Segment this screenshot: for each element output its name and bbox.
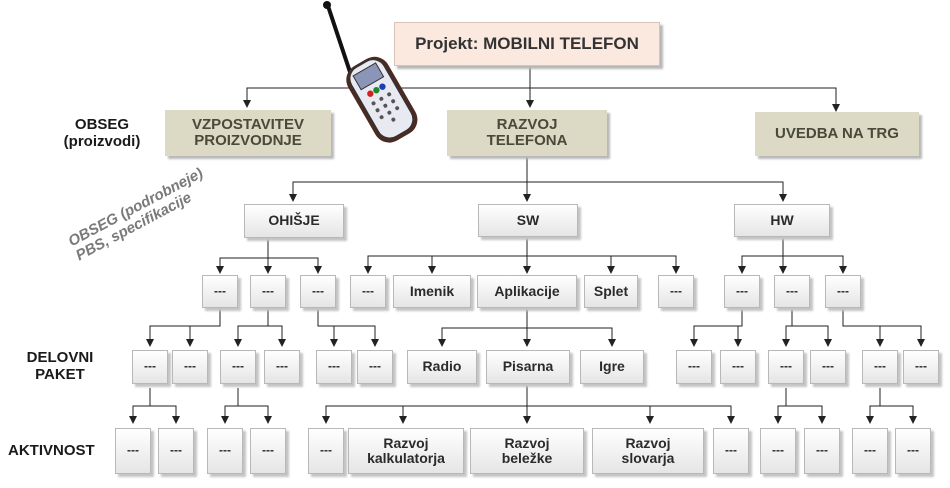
box-vzpostavitev-proizvodnje: VZPOSTAVITEV PROIZVODNJE [165,110,331,156]
box-placeholder: --- [895,428,931,474]
box-placeholder: --- [720,350,756,384]
box-placeholder: --- [250,428,286,474]
box-razvoj-slovarja: Razvoj slovarja [592,428,704,474]
box-placeholder: --- [768,350,804,384]
box-placeholder: --- [810,350,846,384]
box-splet: Splet [584,275,638,308]
box-placeholder: --- [852,428,888,474]
box-pisarna: Pisarna [486,350,570,384]
root-project-box: Projekt: MOBILNI TELEFON [394,22,660,66]
box-placeholder: --- [202,275,238,308]
box-aplikacije: Aplikacije [477,275,577,308]
box-placeholder: --- [804,428,840,474]
box-uvedba-na-trg: UVEDBA NA TRG [755,112,919,156]
box-placeholder: --- [250,275,286,308]
box-placeholder: --- [862,350,898,384]
box-placeholder: --- [132,350,168,384]
box-razvoj-telefona: RAZVOJ TELEFONA [447,110,607,156]
box-imenik: Imenik [393,275,471,308]
box-placeholder: --- [264,350,300,384]
box-placeholder: --- [115,428,151,474]
mobile-phone-icon [323,1,418,143]
label-delovni-paket: DELOVNI PAKET [26,349,94,384]
box-placeholder: --- [724,275,760,308]
box-placeholder: --- [357,350,393,384]
label-obseg: OBSEG (proizvodi) [63,116,141,151]
box-placeholder: --- [172,350,208,384]
box-placeholder: --- [658,275,694,308]
box-placeholder: --- [158,428,194,474]
box-placeholder: --- [760,428,796,474]
box-placeholder: --- [774,275,810,308]
box-igre: Igre [580,350,644,384]
box-placeholder: --- [316,350,352,384]
box-placeholder: --- [207,428,243,474]
box-placeholder: --- [676,350,712,384]
box-razvoj-kalkulatorja: Razvoj kalkulatorja [348,428,464,474]
box-radio: Radio [407,350,477,384]
label-aktivnost: AKTIVNOST [8,442,95,459]
box-placeholder: --- [350,275,386,308]
box-placeholder: --- [300,275,336,308]
box-placeholder: --- [825,275,861,308]
box-placeholder: --- [308,428,344,474]
box-razvoj-belezke: Razvoj beležke [470,428,584,474]
box-placeholder: --- [903,350,939,384]
box-hw: HW [734,204,830,237]
box-placeholder: --- [220,350,256,384]
box-placeholder: --- [713,428,749,474]
box-sw: SW [478,204,578,237]
box-ohisje: OHIŠJE [244,204,344,238]
